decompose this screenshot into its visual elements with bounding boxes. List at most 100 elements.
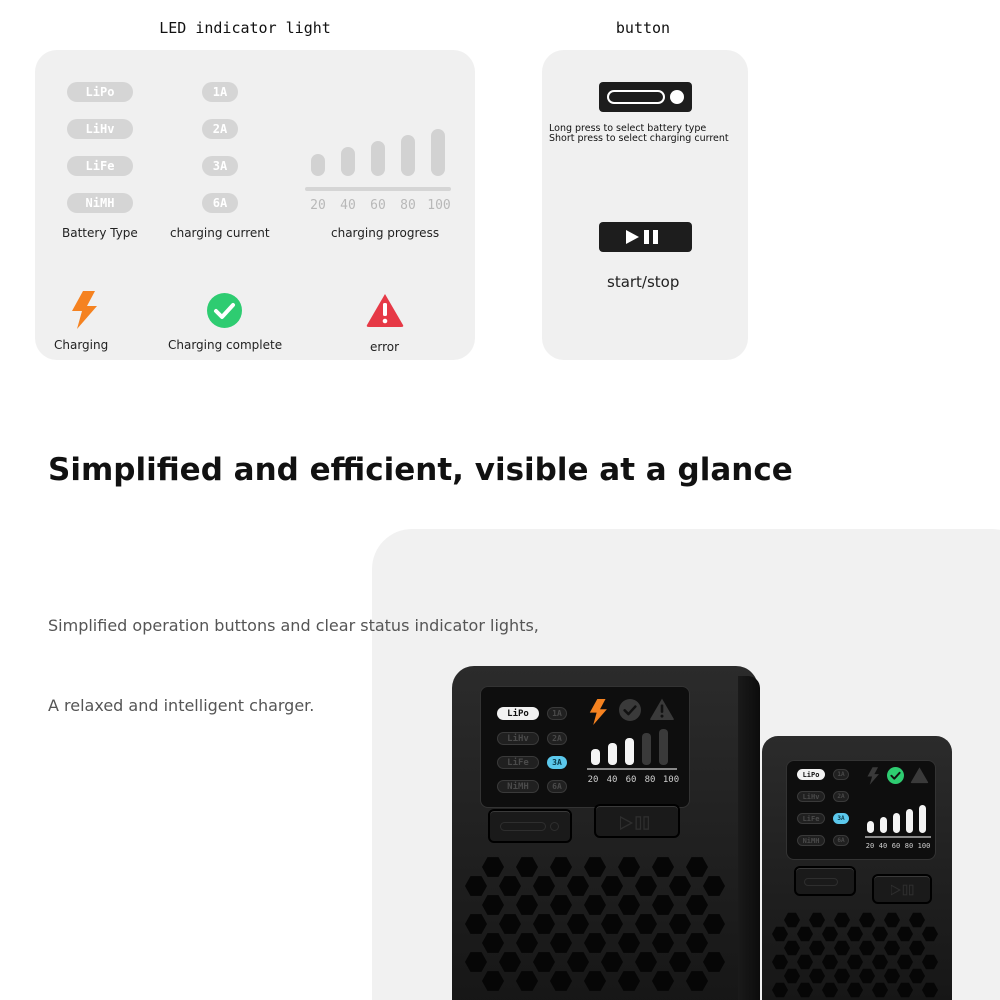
display-type-lipo: LiPo [797, 769, 825, 780]
display-progress-bar [625, 738, 634, 765]
checkmark-icon [619, 699, 641, 721]
led-section-title: LED indicator light [159, 19, 331, 37]
progress-bar-20 [311, 154, 325, 176]
start-stop-button[interactable] [599, 222, 692, 252]
display-progress-bar [880, 817, 887, 833]
display-progress-bar [893, 813, 900, 833]
display-progress-bar [659, 729, 668, 765]
display-tick: 40 [878, 842, 888, 850]
display-current-2a: 2A [547, 732, 567, 745]
headline: Simplified and efficient, visible at a g… [48, 452, 793, 488]
progress-tick: 40 [340, 198, 356, 213]
mode-button[interactable] [599, 82, 692, 112]
display-progress-bar [906, 809, 913, 833]
progress-tick: 20 [310, 198, 326, 213]
display-tick: 60 [625, 775, 637, 785]
display-tick: 100 [917, 842, 931, 850]
display-type-nimh: NiMH [797, 835, 825, 846]
display-current-1a: 1A [833, 769, 849, 780]
charger-large-start-stop-button[interactable] [594, 804, 680, 838]
lightning-icon [867, 767, 879, 785]
charger-large-side [738, 676, 760, 1000]
charger-small-screen: LiPo LiHv LiFe NiMH 1A 2A 3A 6A 20 40 60… [786, 760, 936, 860]
charger-large-screen: LiPo LiHv LiFe NiMH 1A 2A 3A 6A 20 40 60… [480, 686, 690, 808]
charging-current-caption: charging current [170, 226, 270, 240]
display-progress-bar [608, 743, 617, 765]
charger-small-mode-button[interactable] [794, 866, 856, 896]
long-press-note: Long press to select battery type [549, 123, 707, 134]
display-tick: 20 [587, 775, 599, 785]
progress-bar-60 [371, 141, 385, 176]
description-line-1: Simplified operation buttons and clear s… [48, 616, 539, 635]
display-tick: 80 [904, 842, 914, 850]
charger-large-mode-button[interactable] [488, 809, 572, 843]
display-type-lihv: LiHv [497, 732, 539, 745]
charger-large: LiPo LiHv LiFe NiMH 1A 2A 3A 6A 20 40 60… [452, 666, 758, 1000]
display-type-lipo: LiPo [497, 707, 539, 720]
warning-icon [650, 698, 674, 721]
display-type-nimh: NiMH [497, 780, 539, 793]
charger-large-vent [452, 856, 742, 1000]
display-current-6a: 6A [547, 780, 567, 793]
warning-icon [366, 294, 404, 327]
display-type-lihv: LiHv [797, 791, 825, 802]
charger-small: LiPo LiHv LiFe NiMH 1A 2A 3A 6A 20 40 60… [762, 736, 952, 1000]
progress-baseline [305, 187, 451, 191]
description-line-2: A relaxed and intelligent charger. [48, 696, 315, 715]
complete-status-caption: Charging complete [168, 338, 283, 352]
play-pause-icon [620, 816, 650, 830]
mode-button-slot [607, 90, 665, 104]
display-current-6a: 6A [833, 835, 849, 846]
display-tick: 40 [606, 775, 618, 785]
progress-bar-80 [401, 135, 415, 176]
current-1a: 1A [202, 82, 238, 102]
button-section-title: button [615, 19, 671, 37]
display-progress-baseline [865, 836, 931, 838]
current-3a: 3A [202, 156, 238, 176]
led-indicator-card: LiPo LiHv LiFe NiMH Battery Type 1A 2A 3… [35, 50, 475, 360]
button-card: Long press to select battery type Short … [542, 50, 748, 360]
display-tick: 60 [891, 842, 901, 850]
display-type-life: LiFe [797, 813, 825, 824]
progress-tick: 100 [427, 198, 451, 213]
progress-bar-40 [341, 147, 355, 176]
display-type-life: LiFe [497, 756, 539, 769]
display-progress-baseline [587, 768, 677, 770]
battery-type-nimh: NiMH [67, 193, 133, 213]
checkmark-icon [207, 293, 242, 328]
play-pause-icon [891, 884, 914, 896]
play-pause-icon [626, 230, 658, 244]
lightning-icon [72, 291, 97, 329]
start-stop-caption: start/stop [607, 273, 680, 291]
display-progress-bar [867, 821, 874, 833]
display-current-3a: 3A [547, 756, 567, 769]
current-2a: 2A [202, 119, 238, 139]
progress-tick: 60 [370, 198, 386, 213]
short-press-note: Short press to select charging current [549, 133, 729, 144]
display-current-1a: 1A [547, 707, 567, 720]
progress-bar-100 [431, 129, 445, 176]
warning-icon [910, 767, 929, 784]
battery-type-lipo: LiPo [67, 82, 133, 102]
checkmark-icon [887, 767, 904, 784]
battery-type-life: LiFe [67, 156, 133, 176]
display-tick: 20 [865, 842, 875, 850]
progress-tick: 80 [400, 198, 416, 213]
display-current-2a: 2A [833, 791, 849, 802]
display-tick: 80 [644, 775, 656, 785]
battery-type-lihv: LiHv [67, 119, 133, 139]
display-progress-bar [642, 733, 651, 765]
charging-status-caption: Charging [54, 338, 109, 352]
battery-type-caption: Battery Type [62, 226, 138, 240]
charger-small-start-stop-button[interactable] [872, 874, 932, 904]
charging-progress-caption: charging progress [331, 226, 440, 240]
display-tick: 100 [662, 775, 680, 785]
charger-small-vent [762, 912, 952, 1000]
error-status-caption: error [370, 340, 400, 354]
current-6a: 6A [202, 193, 238, 213]
display-progress-bar [591, 749, 600, 765]
mode-button-dot [670, 90, 684, 104]
display-current-3a: 3A [833, 813, 849, 824]
display-progress-bar [919, 805, 926, 833]
lightning-icon [589, 699, 607, 725]
